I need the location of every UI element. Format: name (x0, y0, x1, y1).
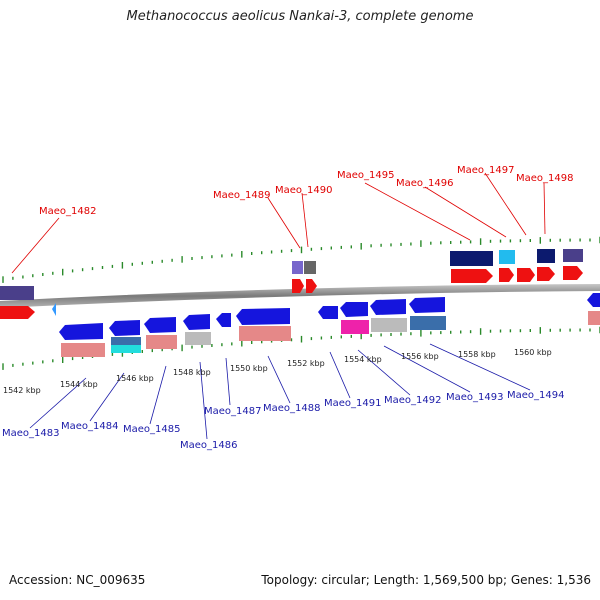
leader-lines (11, 172, 546, 440)
gene-label[interactable]: Maeo_1488 (263, 403, 320, 414)
gene-label[interactable]: Maeo_1497 (457, 165, 514, 176)
gene-arrow (109, 320, 140, 336)
gene-label[interactable]: Maeo_1486 (180, 440, 237, 451)
genome-summary-text: Topology: circular; Length: 1,569,500 bp… (261, 573, 591, 587)
gene-label[interactable]: Maeo_1495 (337, 170, 394, 181)
gene-arrow (144, 317, 176, 333)
scale-label: 1560 kbp (514, 348, 552, 357)
gene-arrow (451, 269, 493, 283)
scale-label: 1558 kbp (458, 350, 496, 359)
bottom-gene-labels: Maeo_1483 Maeo_1484 Maeo_1485 Maeo_1486 … (2, 390, 564, 451)
gene-block (563, 249, 583, 262)
gene-block (239, 326, 291, 341)
gene-arrow (52, 303, 56, 316)
gene-arrow (517, 268, 535, 282)
gene-arrow (236, 308, 290, 325)
gene-label[interactable]: Maeo_1482 (39, 206, 96, 217)
scale-labels: 1542 kbp 1544 kbp 1546 kbp 1548 kbp 1550… (3, 348, 552, 395)
gene-block (341, 320, 369, 334)
gene-arrow (587, 293, 600, 307)
gene-label[interactable]: Maeo_1493 (446, 392, 503, 403)
gene-label[interactable]: Maeo_1487 (204, 406, 261, 417)
gene-label[interactable]: Maeo_1491 (324, 398, 381, 409)
gene-block (450, 251, 493, 266)
gene-block (111, 345, 141, 353)
scale-label: 1552 kbp (287, 359, 325, 368)
accession-text: Accession: NC_009635 (9, 573, 146, 587)
gene-label[interactable]: Maeo_1496 (396, 178, 453, 189)
gene-label[interactable]: Maeo_1492 (384, 395, 441, 406)
gene-arrow (183, 314, 210, 330)
gene-block (371, 318, 407, 332)
gene-arrow (59, 323, 103, 340)
gene-arrow (563, 266, 583, 280)
scale-label: 1556 kbp (401, 352, 439, 361)
gene-block (61, 343, 105, 357)
gene-block (111, 337, 141, 345)
scale-label: 1554 kbp (344, 355, 382, 364)
gene-arrow (370, 299, 406, 315)
gene-arrow (216, 313, 231, 327)
gene-block (588, 311, 600, 325)
gene-block (0, 286, 34, 300)
gene-arrow (0, 306, 35, 319)
gene-arrow (409, 297, 445, 313)
lower-tick-row (2, 326, 600, 370)
scale-label: 1544 kbp (60, 380, 98, 389)
top-gene-labels: Maeo_1482 Maeo_1489 Maeo_1490 Maeo_1495 … (39, 165, 573, 217)
bottom-strand-genes (52, 293, 600, 357)
scale-label: 1548 kbp (173, 368, 211, 377)
gene-label[interactable]: Maeo_1489 (213, 190, 270, 201)
scale-label: 1542 kbp (3, 386, 41, 395)
gene-arrow (499, 268, 514, 282)
scale-label: 1546 kbp (116, 374, 154, 383)
genome-title: Methanococcus aeolicus Nankai-3, complet… (126, 9, 474, 24)
gene-label[interactable]: Maeo_1483 (2, 428, 59, 439)
gene-block (537, 249, 555, 263)
gene-arrow (292, 279, 304, 293)
gene-label[interactable]: Maeo_1485 (123, 424, 180, 435)
gene-arrow (318, 306, 338, 319)
gene-block (304, 261, 316, 274)
upper-tick-row (2, 236, 600, 283)
top-strand-genes (0, 249, 583, 319)
scale-label: 1550 kbp (230, 364, 268, 373)
gene-label[interactable]: Maeo_1484 (61, 421, 118, 432)
gene-arrow (537, 267, 555, 281)
gene-label[interactable]: Maeo_1494 (507, 390, 564, 401)
gene-arrow (306, 279, 317, 293)
gene-label[interactable]: Maeo_1498 (516, 173, 573, 184)
gene-block (185, 332, 211, 345)
gene-block (410, 316, 446, 330)
gene-block (146, 335, 177, 349)
gene-arrow (340, 302, 368, 317)
gene-block (292, 261, 303, 274)
gene-label[interactable]: Maeo_1490 (275, 185, 332, 196)
genome-backbone (0, 284, 600, 308)
gene-block (499, 250, 515, 264)
